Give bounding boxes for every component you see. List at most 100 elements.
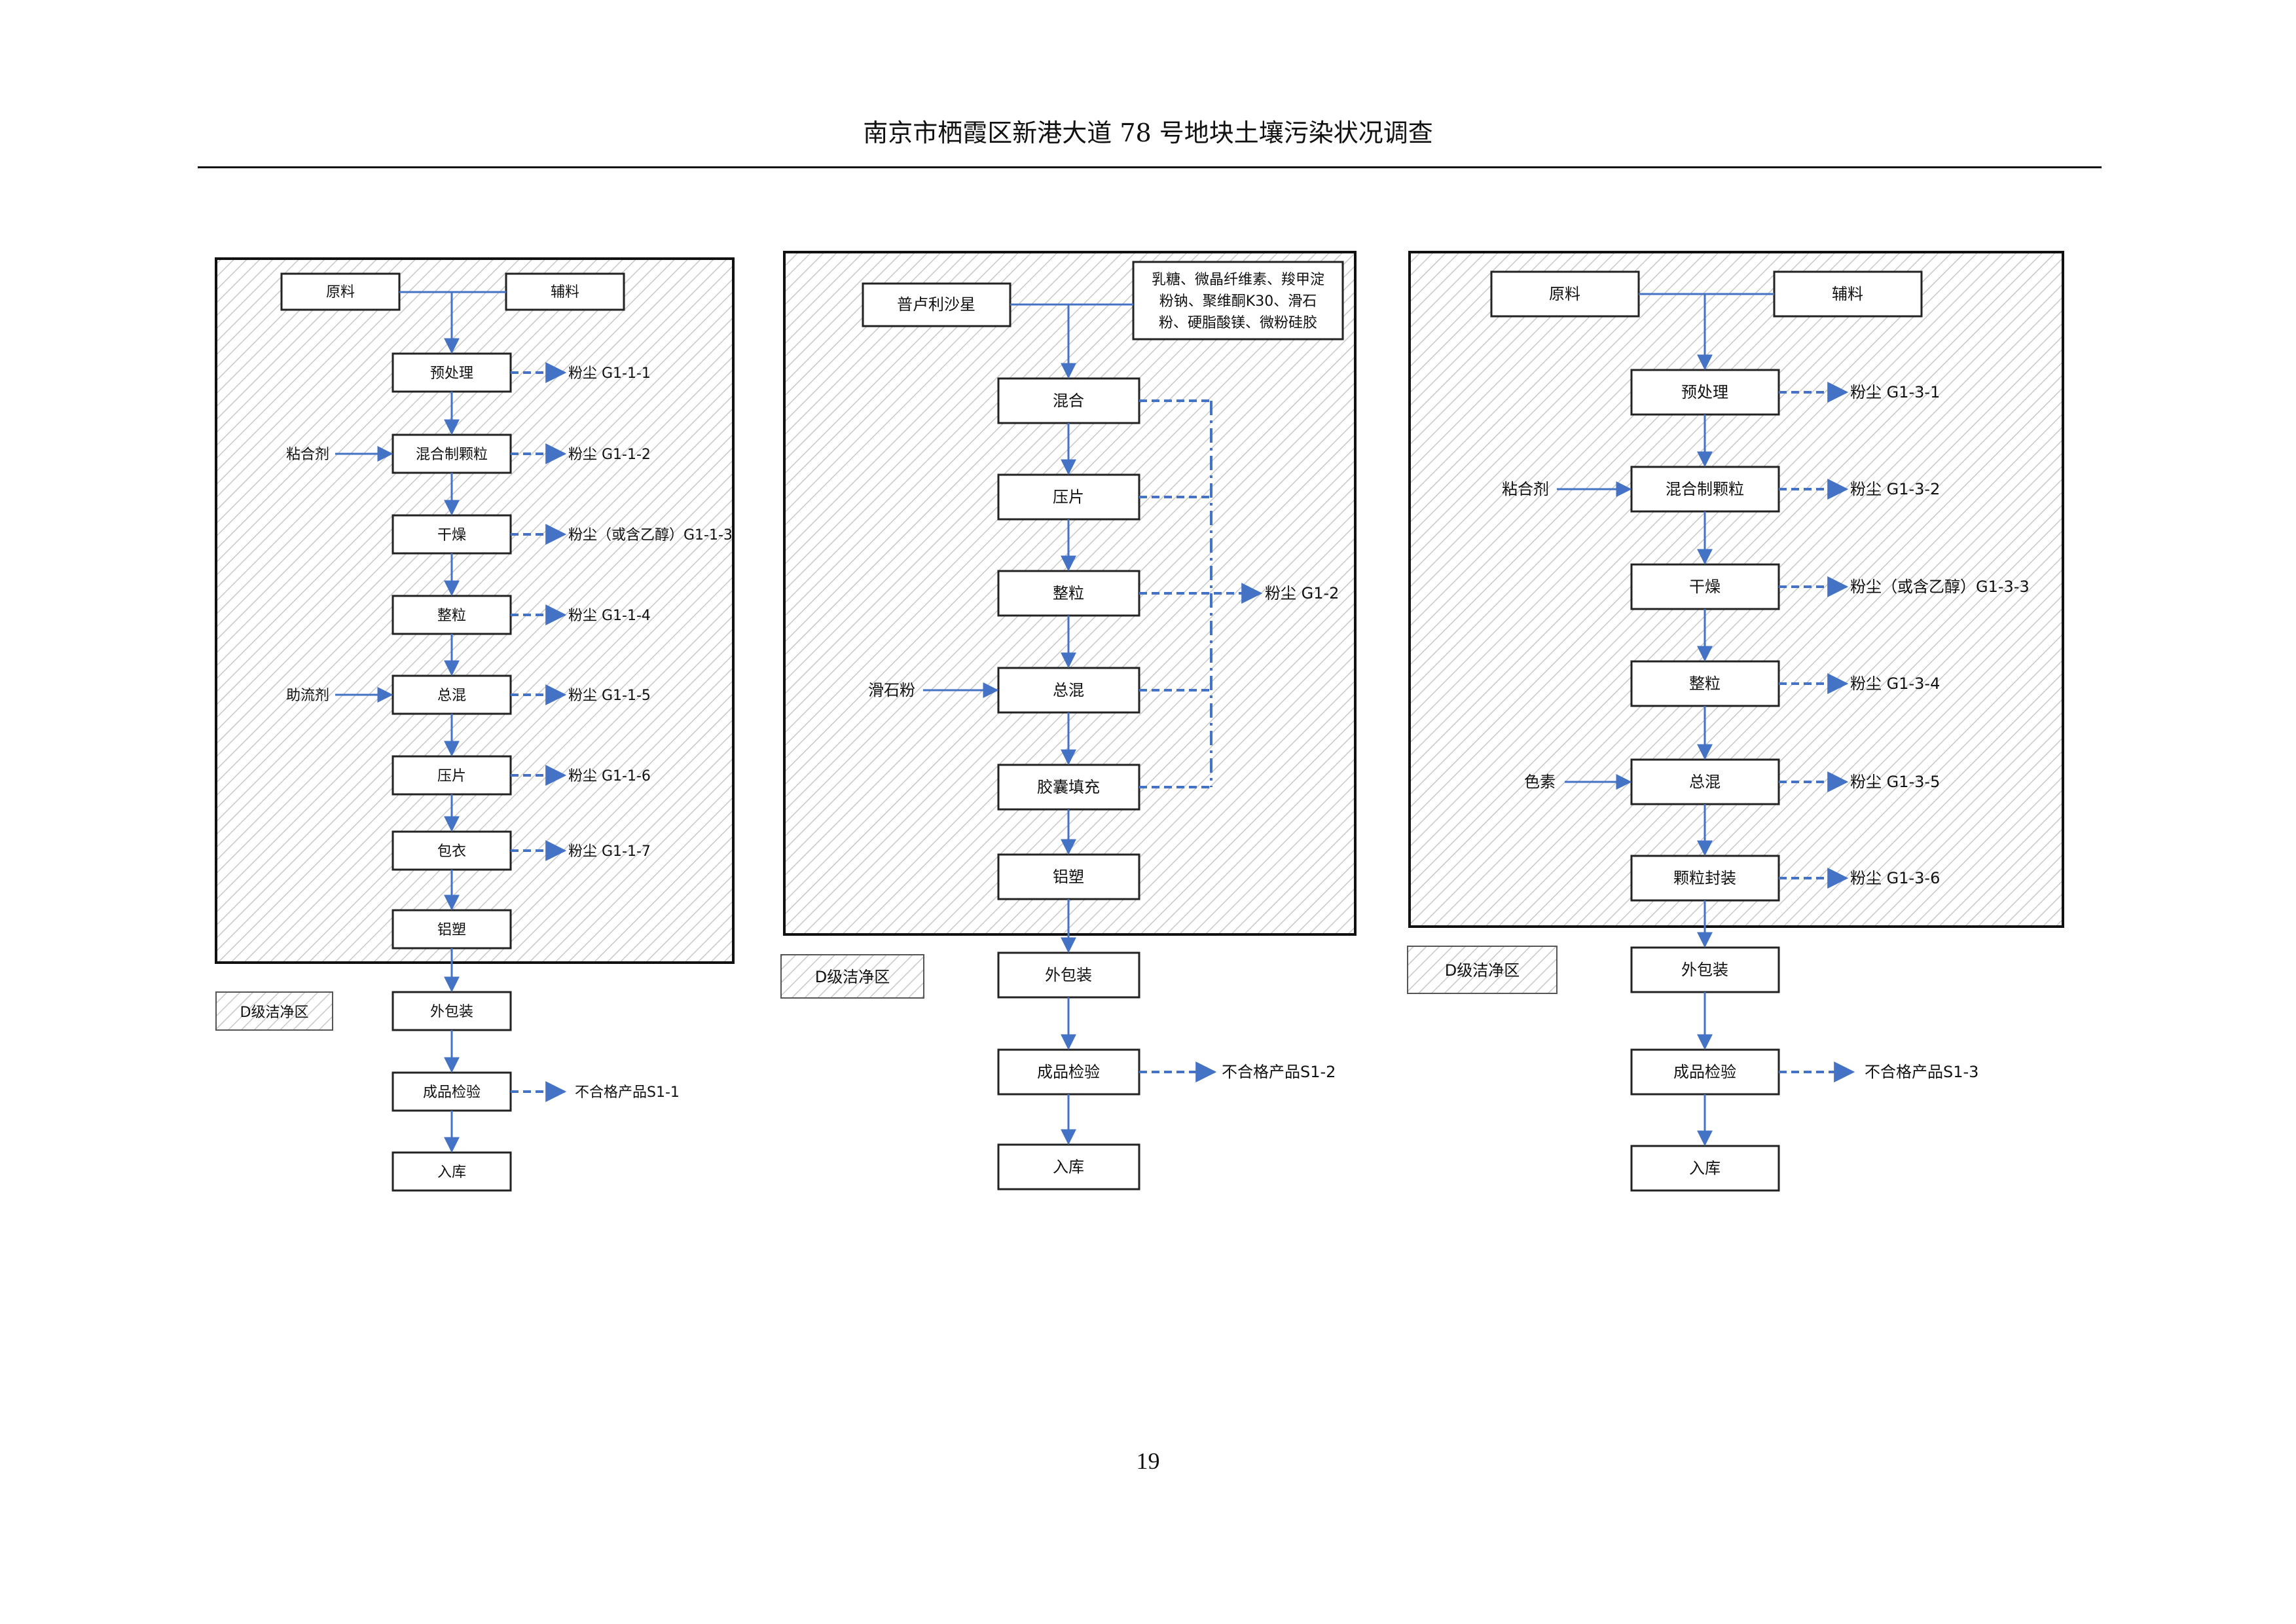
excipient-box-1: [505, 272, 625, 311]
page-header-title: 南京市栖霞区新港大道 78 号地块土壤污染状况调查: [863, 119, 1433, 147]
step-1-2: 混合制颗粒: [392, 434, 512, 474]
emission-label-3-1: 粉尘 G1-3-1: [1850, 383, 1940, 401]
step-3-1: 预处理: [1630, 369, 1780, 416]
step-label: 总混: [1689, 773, 1721, 791]
reject-label-3: 不合格产品S1-3: [1865, 1063, 1978, 1081]
excipient-box-3: [1773, 270, 1923, 318]
step-2-8: 成品检验: [997, 1048, 1140, 1096]
dust-label-2: 粉尘 G1-2: [1265, 584, 1339, 602]
step-2-4: 总混: [997, 667, 1140, 714]
step-1-6: 压片: [392, 755, 512, 796]
emission-label-1-6: 粉尘 G1-1-6: [568, 768, 651, 784]
step-label: 胶囊填充: [1037, 778, 1100, 796]
emission-arrows-1: [511, 362, 567, 1102]
clean-zone-legend-1: [215, 991, 333, 1031]
step-label: 整粒: [437, 608, 466, 624]
step-3-5: 总混: [1630, 758, 1780, 805]
step-label: 外包装: [1045, 966, 1092, 984]
diagram-2: D级洁净区 普卢利沙星 乳糖、微晶纤维素、羧甲淀 粉钠、聚维酮K30、滑石 粉、…: [780, 251, 1357, 1190]
api-label-2: 普卢利沙星: [897, 295, 975, 314]
step-2-3: 整粒: [997, 570, 1140, 617]
emission-label-3-5: 粉尘 G1-3-5: [1850, 773, 1940, 791]
step-1-5: 总混: [392, 674, 512, 715]
clean-zone-legend-2: [780, 954, 924, 999]
step-2-6: 铝塑: [997, 853, 1140, 900]
step-label: 入库: [437, 1164, 466, 1181]
step-label: 混合制颗粒: [1666, 480, 1744, 498]
excipients-line-1: 乳糖、微晶纤维素、羧甲淀: [1152, 272, 1324, 288]
step-1-7: 包衣: [392, 830, 512, 871]
step-label: 铝塑: [437, 922, 466, 938]
step-1-11: 入库: [392, 1151, 512, 1192]
emission-label-3-6: 粉尘 G1-3-6: [1850, 869, 1940, 887]
excipient-label-3: 辅料: [1832, 285, 1863, 303]
step-2-1: 混合: [997, 377, 1140, 424]
step-label: 入库: [1689, 1159, 1721, 1177]
emission-label-1-3: 粉尘（或含乙醇）G1-1-3: [568, 527, 733, 544]
step-label: 混合: [1053, 392, 1084, 410]
step-3-8: 成品检验: [1630, 1048, 1780, 1096]
step-label: 预处理: [1681, 383, 1728, 401]
step-label: 混合制颗粒: [416, 447, 488, 463]
emission-label-3-3: 粉尘（或含乙醇）G1-3-3: [1850, 578, 2030, 596]
step-label: 整粒: [1689, 674, 1721, 693]
emission-label-1-4: 粉尘 G1-1-4: [568, 608, 651, 624]
step-label: 总混: [1053, 681, 1084, 699]
step-3-7: 外包装: [1630, 946, 1780, 993]
emission-label-3-2: 粉尘 G1-3-2: [1850, 480, 1940, 498]
clean-zone-legend-3: [1407, 946, 1558, 994]
step-2-7: 外包装: [997, 951, 1140, 999]
step-label: 干燥: [437, 527, 466, 544]
step-1-1: 预处理: [392, 352, 512, 393]
clean-zone-legend-2-label: D级洁净区: [815, 968, 890, 986]
api-box-2: [862, 282, 1011, 327]
emission-arrows-3: [1779, 382, 1855, 1082]
reject-label-2: 不合格产品S1-2: [1222, 1063, 1336, 1081]
step-3-3: 干燥: [1630, 563, 1780, 610]
step-label: 压片: [437, 768, 466, 784]
binder-label-1: 粘合剂: [286, 447, 329, 463]
step-label: 总混: [437, 688, 466, 704]
step-label: 干燥: [1689, 578, 1721, 596]
raw-material-box-3: [1490, 270, 1640, 318]
step-label: 外包装: [1681, 961, 1728, 979]
emission-label-3-4: 粉尘 G1-3-4: [1850, 674, 1940, 693]
reject-label-1: 不合格产品S1-1: [575, 1084, 680, 1101]
excipients-line-2: 粉钠、聚维酮K30、滑石: [1159, 293, 1317, 310]
step-label: 入库: [1053, 1158, 1084, 1176]
diagram-3: D级洁净区 原料 辅料 预处理 混合制颗粒 干燥 整粒 总混 颗粒封装: [1407, 251, 2064, 1192]
step-2-9: 入库: [997, 1143, 1140, 1190]
emission-label-1-7: 粉尘 G1-1-7: [568, 843, 651, 860]
step-3-4: 整粒: [1630, 660, 1780, 707]
raw-material-label-1: 原料: [326, 284, 355, 301]
binder-label-3: 粘合剂: [1502, 480, 1549, 498]
excipients-line-3: 粉、硬脂酸镁、微粉硅胶: [1159, 315, 1317, 331]
excipients-box-2: [1132, 261, 1344, 341]
step-2-5: 胶囊填充: [997, 764, 1140, 811]
diagram-1: D级洁净区 原料 辅料 预处理 混合制颗粒 干燥 整粒 总混 压: [215, 257, 735, 1192]
step-3-6: 颗粒封装: [1630, 855, 1780, 902]
excipient-label-1: 辅料: [551, 284, 579, 301]
step-3-2: 混合制颗粒: [1630, 466, 1780, 513]
page-number: 19: [1136, 1448, 1160, 1474]
raw-material-box-1: [280, 272, 401, 311]
step-label: 整粒: [1053, 584, 1084, 602]
talc-label-2: 滑石粉: [868, 681, 915, 699]
step-label: 预处理: [430, 365, 473, 382]
clean-zone-legend-1-label: D级洁净区: [240, 1005, 309, 1021]
step-label: 成品检验: [423, 1084, 481, 1101]
header-rule: [198, 166, 2102, 168]
step-label: 成品检验: [1673, 1063, 1736, 1081]
clean-zone-legend-3-label: D级洁净区: [1445, 961, 1520, 980]
step-1-3: 干燥: [392, 514, 512, 555]
step-label: 成品检验: [1037, 1063, 1100, 1081]
step-1-4: 整粒: [392, 595, 512, 635]
emission-label-1-5: 粉尘 G1-1-5: [568, 688, 651, 704]
step-2-2: 压片: [997, 473, 1140, 521]
step-1-8: 铝塑: [392, 909, 512, 950]
emission-label-1-2: 粉尘 G1-1-2: [568, 447, 651, 463]
step-1-10: 成品检验: [392, 1071, 512, 1112]
glidant-label-1: 助流剂: [286, 688, 329, 704]
pigment-label-3: 色素: [1524, 773, 1556, 791]
